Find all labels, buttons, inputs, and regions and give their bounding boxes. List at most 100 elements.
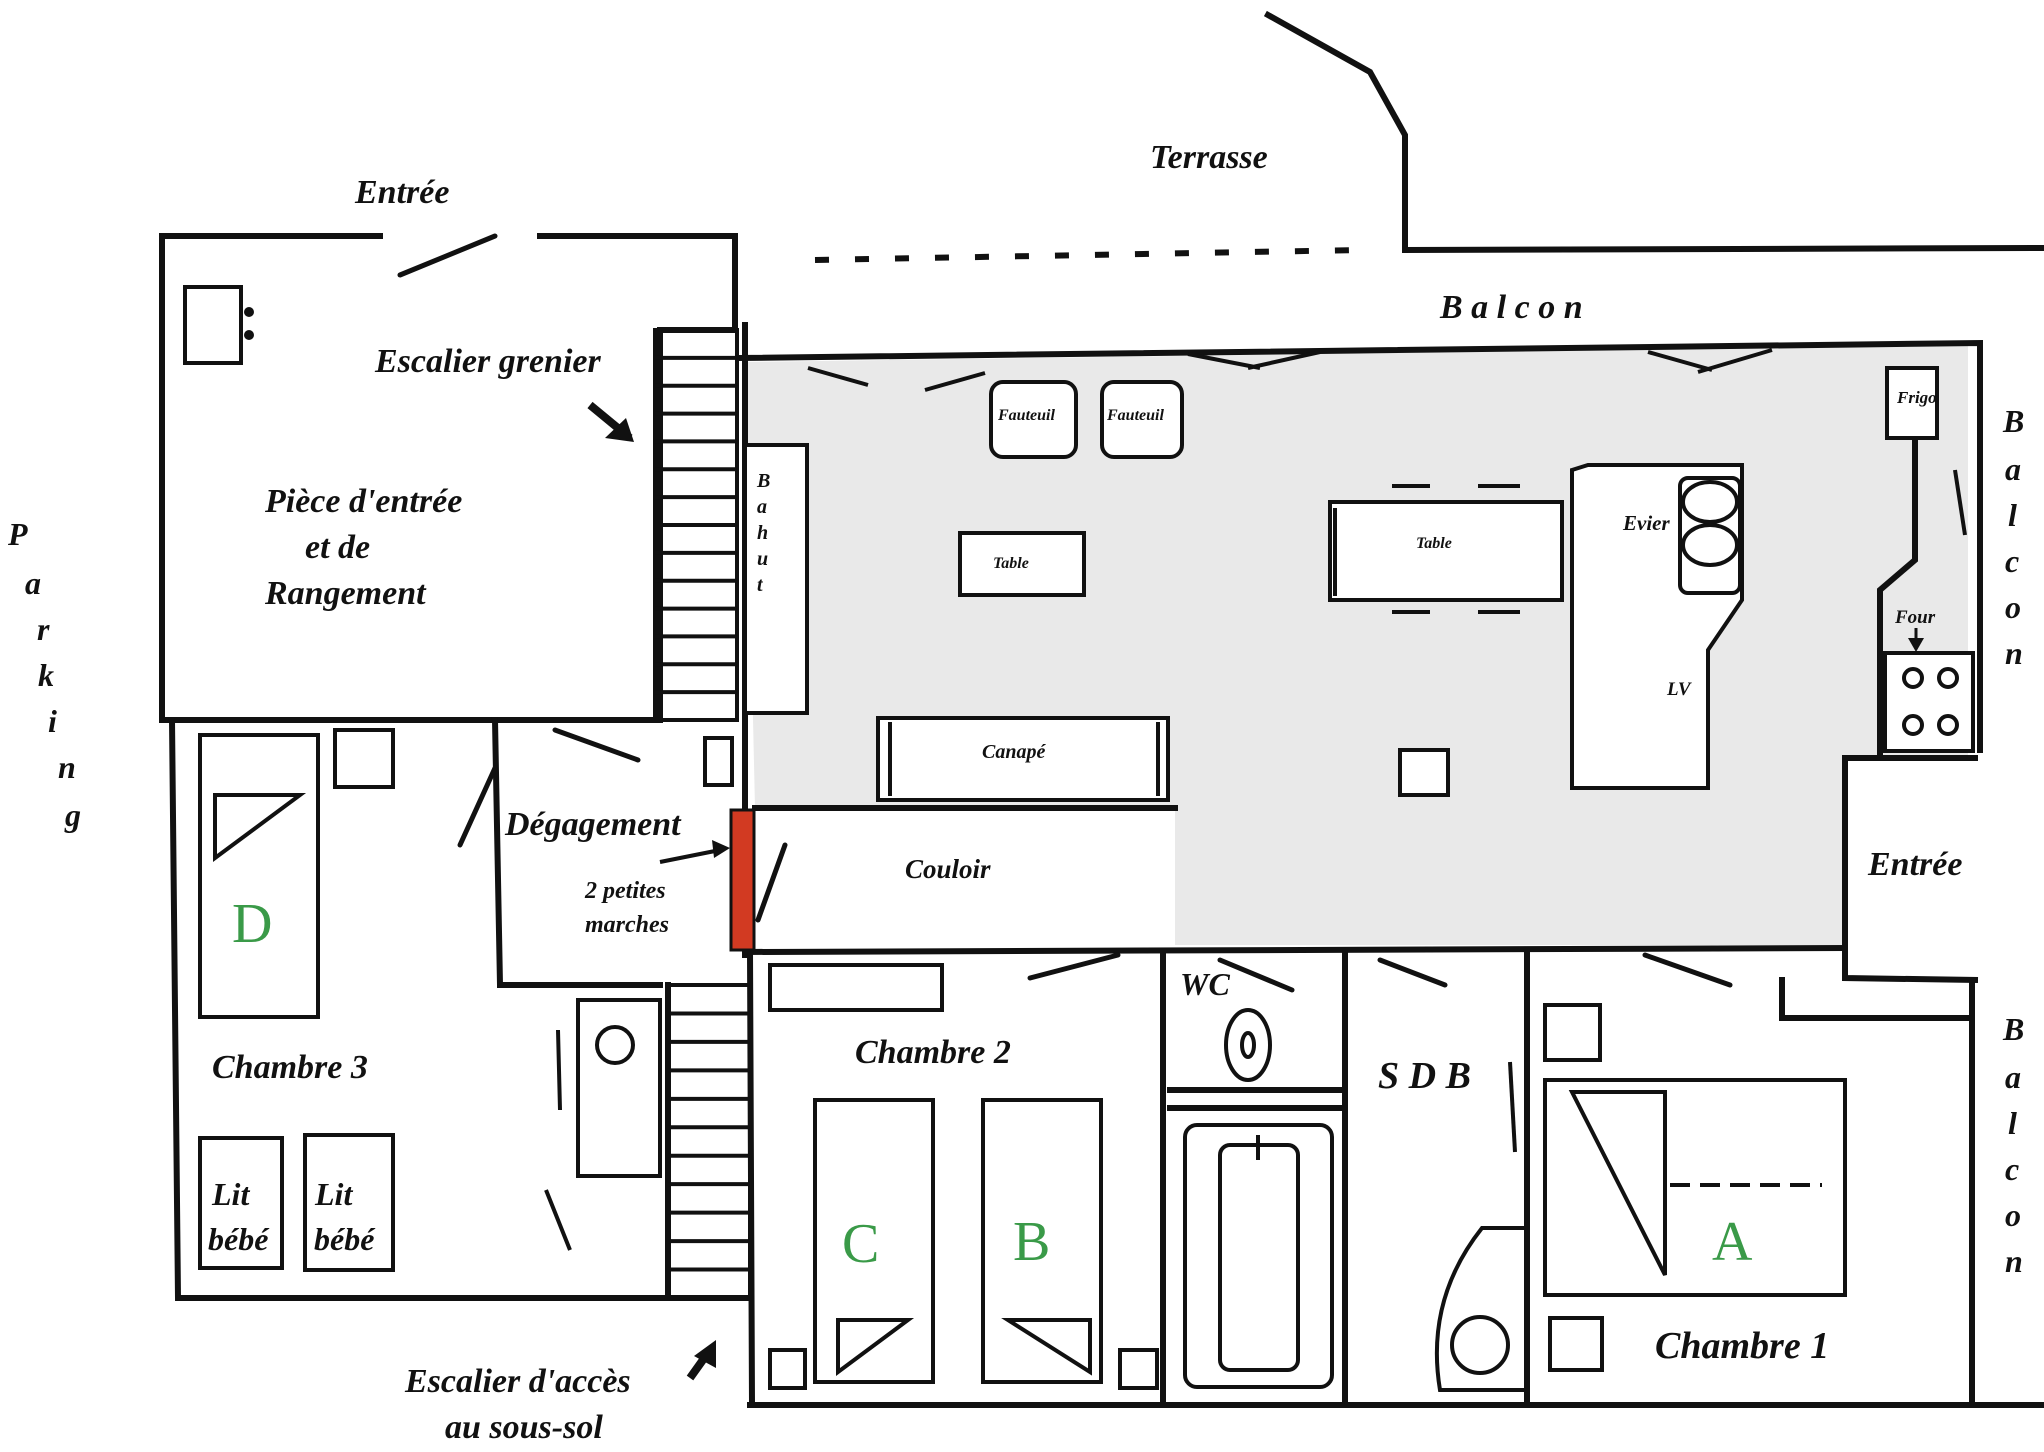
svg-text:i: i bbox=[48, 703, 57, 739]
bathtub bbox=[1183, 1123, 1334, 1389]
steps-arrow bbox=[659, 848, 721, 864]
terrace-wall bbox=[1263, 10, 2044, 254]
label-balcon-top: B a l c o n bbox=[1439, 289, 1583, 326]
label-petites-marches-2: marches bbox=[585, 912, 669, 938]
label-balcon-right-bottom: B a l c o n bbox=[2002, 1011, 2024, 1279]
label-chambre-2: Chambre 2 bbox=[855, 1034, 1011, 1071]
chambre2-door[interactable] bbox=[1027, 952, 1121, 981]
entrance-door[interactable] bbox=[397, 233, 498, 278]
svg-text:o: o bbox=[2005, 589, 2021, 625]
sofa bbox=[876, 716, 1170, 802]
hob-4 bbox=[1937, 714, 1959, 736]
label-balcon-right-top: B a l c o n bbox=[2002, 403, 2024, 671]
svg-text:r: r bbox=[37, 611, 50, 647]
label-piece-entree-1: Pièce d'entrée bbox=[264, 483, 462, 520]
hob-3 bbox=[1902, 714, 1924, 736]
sink-bowl-2 bbox=[1681, 523, 1739, 567]
label-sdb: S D B bbox=[1378, 1055, 1471, 1097]
washbasin-door bbox=[544, 1029, 572, 1251]
couloir-door[interactable] bbox=[755, 842, 788, 923]
bed-d-pillow bbox=[213, 793, 307, 862]
outer-wall-left bbox=[168, 716, 753, 1301]
chambre3-nightstand bbox=[333, 728, 395, 789]
svg-text:n: n bbox=[2005, 635, 2023, 671]
svg-text:g: g bbox=[64, 797, 81, 833]
sdb-washbasin-bowl bbox=[1450, 1315, 1510, 1375]
svg-text:P: P bbox=[7, 516, 28, 552]
svg-text:k: k bbox=[38, 657, 54, 693]
degagement-door[interactable] bbox=[552, 727, 641, 763]
svg-text:c: c bbox=[2005, 1151, 2019, 1187]
chambre2-nightstand-right bbox=[1118, 1348, 1159, 1390]
label-lit-bebe-2a: Lit bbox=[314, 1176, 353, 1212]
label-escalier-grenier: Escalier grenier bbox=[374, 343, 601, 380]
svg-text:B: B bbox=[2002, 403, 2024, 439]
outer-wall-living-top bbox=[736, 339, 1983, 753]
label-lit-bebe-1b: bébé bbox=[208, 1221, 270, 1257]
bed-label-c: C bbox=[842, 1213, 879, 1275]
label-escalier-sous-sol-1: Escalier d'accès bbox=[404, 1363, 631, 1400]
wall-entree-right bbox=[1842, 755, 1979, 984]
svg-text:u: u bbox=[757, 548, 768, 570]
chambre1-door[interactable] bbox=[1642, 952, 1733, 988]
wall-stair-basement bbox=[665, 948, 756, 1409]
label-degagement: Dégagement bbox=[504, 806, 682, 843]
svg-text:a: a bbox=[757, 496, 767, 518]
svg-text:n: n bbox=[58, 749, 76, 785]
label-petites-marches-1: 2 petites bbox=[584, 878, 666, 904]
sink-bowl-1 bbox=[1681, 480, 1739, 524]
svg-text:n: n bbox=[2005, 1243, 2023, 1279]
armchair-right bbox=[1100, 380, 1184, 459]
bed-label-b: B bbox=[1013, 1211, 1050, 1273]
svg-text:h: h bbox=[757, 522, 768, 544]
basement-stair-arrowhead bbox=[694, 1340, 716, 1368]
label-table-1: Table bbox=[993, 555, 1029, 572]
svg-text:t: t bbox=[757, 574, 764, 596]
armchair-left bbox=[989, 380, 1078, 459]
label-four: Four bbox=[1894, 607, 1936, 628]
oven bbox=[1883, 651, 1975, 753]
bed-d bbox=[198, 733, 320, 1019]
washbasin-bowl bbox=[595, 1025, 635, 1065]
chambre3-door[interactable] bbox=[457, 765, 498, 848]
label-wc: WC bbox=[1180, 966, 1230, 1002]
wall-kitchen-closet bbox=[1877, 437, 1918, 755]
bed-c-pillow bbox=[836, 1318, 915, 1376]
bed-b-pillow bbox=[1001, 1318, 1092, 1376]
svg-text:a: a bbox=[2005, 1059, 2021, 1095]
entrance-cupboard bbox=[183, 285, 243, 365]
label-piece-entree-3: Rangement bbox=[264, 575, 427, 612]
baby-bed-2 bbox=[303, 1133, 395, 1272]
kitchen-closet-door bbox=[1953, 469, 1967, 536]
label-parking: P a r k i n g bbox=[7, 516, 81, 833]
chambre2-nightstand-left bbox=[768, 1348, 807, 1390]
svg-text:l: l bbox=[2008, 1105, 2017, 1141]
steps-arrowhead bbox=[712, 840, 730, 858]
window-marks-top bbox=[807, 348, 1773, 392]
bahut-sideboard bbox=[743, 443, 809, 715]
chambre1-nightstand-bottom bbox=[1548, 1316, 1604, 1372]
hob-2 bbox=[1937, 667, 1959, 689]
label-chambre-1: Chambre 1 bbox=[1655, 1325, 1829, 1367]
svg-text:B: B bbox=[756, 470, 770, 492]
svg-text:B: B bbox=[2002, 1011, 2024, 1047]
table-large-chairs bbox=[1333, 484, 1520, 614]
label-lv: LV bbox=[1666, 679, 1692, 700]
label-chambre-3: Chambre 3 bbox=[212, 1049, 368, 1086]
bed-b bbox=[981, 1098, 1103, 1384]
label-fauteuil-2: Fauteuil bbox=[1106, 407, 1164, 424]
label-terrasse: Terrasse bbox=[1150, 139, 1268, 176]
wall-bedroom3-east bbox=[491, 716, 504, 989]
label-entree-right: Entrée bbox=[1867, 846, 1962, 883]
pouf bbox=[1398, 748, 1450, 797]
sdb-door[interactable] bbox=[1377, 957, 1448, 988]
wc-door[interactable] bbox=[1217, 957, 1295, 993]
attic-stair-arrowhead bbox=[605, 418, 634, 442]
attic-staircase bbox=[653, 328, 739, 722]
label-escalier-sous-sol-2: au sous-sol bbox=[445, 1409, 603, 1446]
svg-text:o: o bbox=[2005, 1197, 2021, 1233]
bed-a bbox=[1543, 1078, 1847, 1297]
table-large bbox=[1328, 500, 1564, 602]
hob-1 bbox=[1902, 667, 1924, 689]
wall-chambre1-top bbox=[1779, 977, 1975, 1021]
